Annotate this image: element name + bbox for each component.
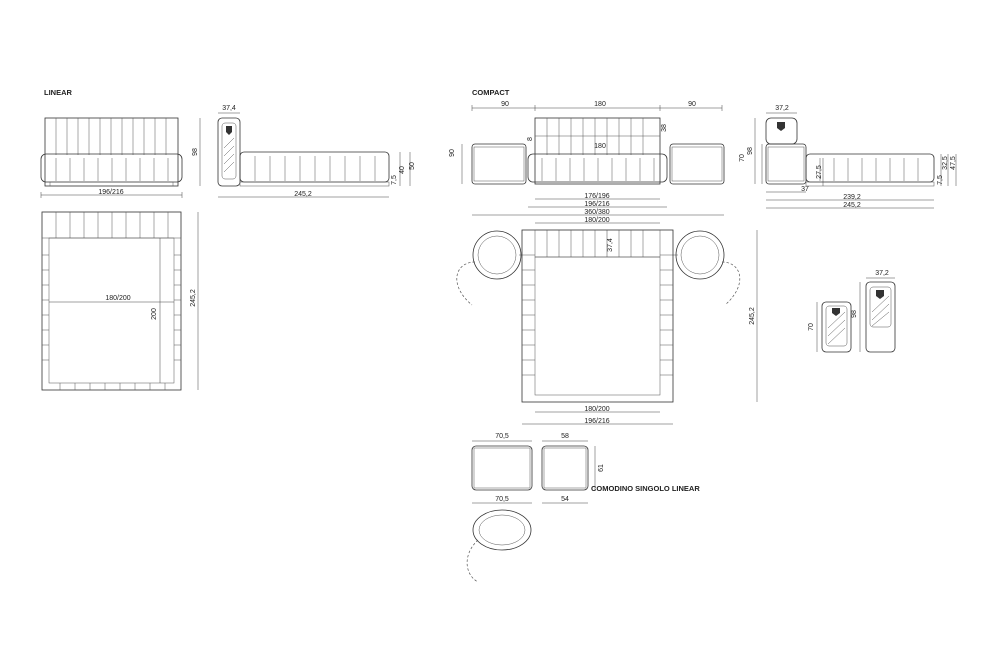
compact-plan-view	[456, 229, 758, 425]
compact-center-label: 180	[594, 143, 606, 150]
compact-side-h4: 47,5	[950, 156, 957, 170]
section-title-linear: LINEAR	[44, 88, 73, 97]
linear-plan-length: 245,2	[190, 289, 197, 307]
compact-plan-length: 245,2	[749, 307, 756, 325]
compact-panel-depth: 37,2	[875, 270, 889, 277]
compact-side-total-b: 245,2	[843, 202, 861, 209]
linear-front-width: 196/216	[98, 189, 123, 196]
compact-stand-height: 70	[808, 323, 815, 331]
linear-plan-view	[41, 211, 199, 391]
nightstand-height: 61	[598, 464, 605, 472]
linear-plan-inner-length: 200	[151, 308, 158, 320]
compact-plan-inner-width: 180/200	[584, 406, 609, 413]
compact-right-height: 38	[661, 124, 668, 132]
nightstand-top-width-b: 58	[561, 433, 569, 440]
linear-side-h1: 7,5	[391, 175, 398, 185]
compact-plan-depth: 37,4	[607, 238, 614, 252]
compact-small-height: 8	[527, 137, 534, 141]
compact-stand-panel-view	[816, 277, 896, 353]
compact-front-view	[461, 105, 725, 224]
compact-width-2: 196/216	[584, 201, 609, 208]
section-title-compact: COMPACT	[472, 88, 510, 97]
linear-front-height: 98	[192, 148, 199, 156]
compact-side-height-b: 70	[739, 154, 746, 162]
compact-left-height: 90	[449, 149, 456, 157]
nightstand-top-width-a: 70,5	[495, 433, 509, 440]
compact-plan-width: 196/216	[584, 418, 609, 425]
compact-side-h2: 27,5	[816, 165, 823, 179]
linear-side-length: 245,2	[294, 191, 312, 198]
compact-width-3: 360/380	[584, 209, 609, 216]
compact-side-depth: 37,2	[775, 105, 789, 112]
nightstand-bottom-width-b: 54	[561, 496, 569, 503]
nightstand-bottom-width-a: 70,5	[495, 496, 509, 503]
compact-top-right: 90	[688, 101, 696, 108]
linear-front-view	[40, 117, 201, 198]
section-title-nightstand: COMODINO SINGOLO LINEAR	[591, 484, 700, 493]
linear-side-view	[217, 112, 411, 198]
compact-side-total-a: 239,2	[843, 194, 861, 201]
compact-side-h3: 32,5	[942, 156, 949, 170]
compact-side-h1: 7,5	[937, 175, 944, 185]
compact-side-height-a: 98	[747, 147, 754, 155]
compact-side-segment: 37	[801, 186, 809, 193]
compact-width-4: 180/200	[584, 217, 609, 224]
linear-side-h3: 50	[409, 162, 416, 170]
compact-top-left: 90	[501, 101, 509, 108]
compact-panel-height: 98	[851, 310, 858, 318]
linear-plan-inner-width: 180/200	[105, 295, 130, 302]
linear-headboard-depth: 37,4	[222, 105, 236, 112]
compact-width-1: 176/196	[584, 193, 609, 200]
compact-top-center: 180	[594, 101, 606, 108]
nightstand-views	[466, 440, 596, 583]
linear-side-h2: 40	[399, 166, 406, 174]
compact-side-view	[754, 112, 957, 209]
